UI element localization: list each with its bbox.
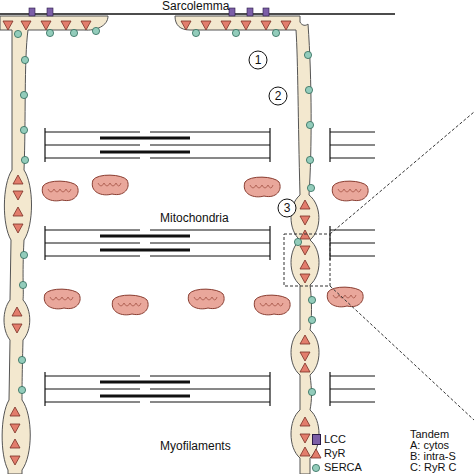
legend-swatch [312,434,321,445]
legend-text: LCC [324,434,346,445]
legend-text: RyR [324,448,345,459]
inset-note: C: RyR C [410,462,456,473]
callout-number: 2 [271,90,285,102]
inset-note: B: intra-S [410,451,456,462]
inset-heading: Tandem [410,429,449,440]
callout-number: 3 [280,202,294,214]
callout-number: 1 [251,54,265,66]
structure-label: Sarcolemma [162,0,229,12]
structure-label: Mitochondria [160,212,229,224]
inset-note: A: cytos [410,440,449,451]
legend-text: SERCA [324,462,362,473]
structure-label: Myofilaments [160,440,231,452]
